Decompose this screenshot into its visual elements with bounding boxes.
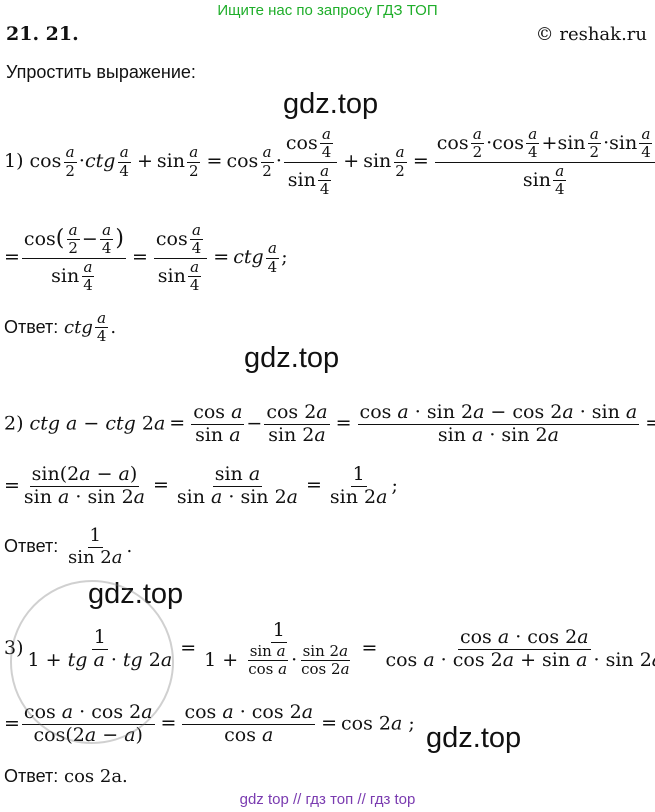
watermark: gdz.top — [244, 342, 340, 374]
answer-label: Ответ: — [4, 316, 59, 337]
footer-links: gdz top // гдз топ // гдз top — [239, 791, 416, 808]
watermark: gdz.top — [426, 722, 522, 754]
watermark: gdz.top — [283, 88, 379, 120]
answer-3: Ответ: cos 2a. — [4, 766, 128, 787]
answer-label: Ответ: — [4, 766, 59, 786]
problem-number: 21. 21. — [6, 23, 79, 45]
watermark: gdz.top — [88, 578, 184, 610]
answer-value: cos 2a. — [64, 766, 128, 787]
site-credit: © reshak.ru — [535, 24, 647, 45]
top-banner: Ищите нас по запросу ГДЗ ТОП — [217, 2, 438, 19]
task-statement: Упростить выражение: — [6, 62, 196, 82]
answer-label: Ответ: — [4, 536, 59, 557]
